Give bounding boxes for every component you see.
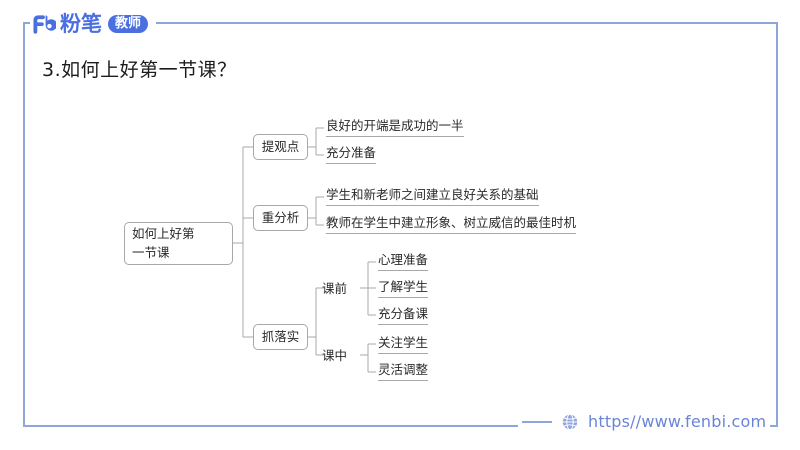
fenbi-logo-icon — [33, 15, 56, 34]
globe-icon — [561, 413, 579, 430]
brand-badge: 教师 — [108, 15, 149, 33]
page-title: 3.如何上好第一节课？ — [42, 59, 237, 81]
footer-url[interactable]: https//www.fenbi.com — [518, 412, 771, 431]
brand-wordmark: 粉笔 — [60, 11, 102, 36]
footer-url-text[interactable]: https//www.fenbi.com — [588, 412, 767, 431]
slide-frame — [23, 22, 778, 427]
brand-logo: 粉笔 教师 — [30, 11, 157, 37]
footer-rule — [522, 420, 552, 423]
